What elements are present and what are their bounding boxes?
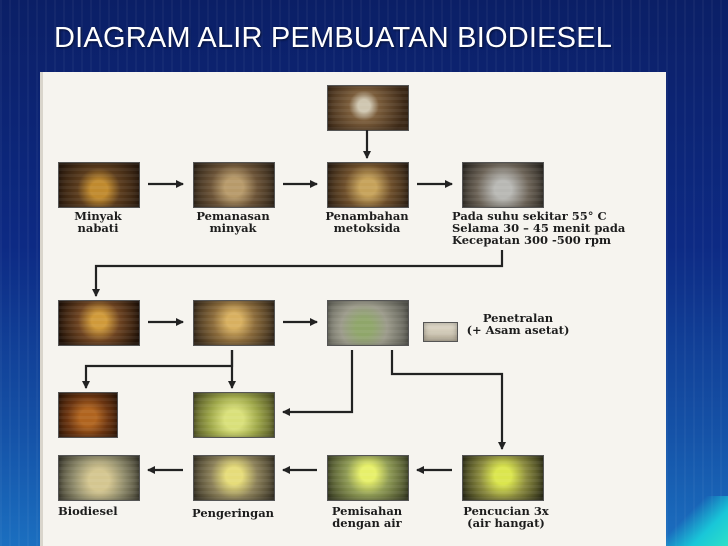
label-line: Pada suhu sekitar 55° C bbox=[452, 209, 607, 223]
slide-corner-accent bbox=[658, 496, 728, 546]
biodiesel-beaker-photo bbox=[193, 392, 275, 438]
washing-photo bbox=[462, 455, 544, 501]
settling-funnel-photo bbox=[58, 300, 140, 346]
arrow-neutralization-to-beaker bbox=[282, 350, 354, 416]
label-line: metoksida bbox=[333, 221, 401, 235]
label-line: Pemisahan bbox=[331, 504, 403, 518]
glycerol-jar-photo bbox=[58, 392, 118, 438]
label-line: (+ Asam asetat) bbox=[466, 323, 570, 337]
arrow-neutralization-to-washing bbox=[390, 350, 506, 450]
label-line: nabati bbox=[77, 221, 119, 235]
label-line: Selama 30 – 45 menit pada bbox=[452, 221, 626, 235]
arrow-separation-to-glycerol bbox=[82, 350, 234, 389]
methoxide-preparation-photo bbox=[327, 85, 409, 131]
label-vegetable-oil: Minyak nabati bbox=[52, 210, 144, 234]
label-reaction-conditions: Pada suhu sekitar 55° C Selama 30 – 45 m… bbox=[452, 210, 662, 246]
label-line: minyak bbox=[209, 221, 257, 235]
label-line: Minyak bbox=[74, 209, 122, 223]
label-line: Pemanasan bbox=[196, 209, 270, 223]
label-line: dengan air bbox=[332, 516, 402, 530]
adding-methoxide-photo bbox=[327, 162, 409, 208]
separation-funnel-photo bbox=[193, 300, 275, 346]
label-line: Biodiesel bbox=[58, 504, 118, 518]
stirring-photo bbox=[462, 162, 544, 208]
slide-title: DIAGRAM ALIR PEMBUATAN BIODIESEL bbox=[54, 22, 613, 54]
label-line: Penetralan bbox=[482, 311, 554, 325]
label-washing: Pencucian 3x (air hangat) bbox=[448, 505, 564, 529]
vegetable-oil-photo bbox=[58, 162, 140, 208]
biodiesel-bottle-photo bbox=[58, 455, 140, 501]
label-line: Kecepatan 300 -500 rpm bbox=[452, 233, 612, 247]
water-separation-photo bbox=[327, 455, 409, 501]
label-adding-methoxide: Penambahan metoksida bbox=[313, 210, 421, 234]
label-line: Pencucian 3x bbox=[463, 504, 549, 518]
acetic-acid-dish-photo bbox=[423, 322, 458, 342]
label-biodiesel: Biodiesel bbox=[58, 505, 148, 517]
neutralization-photo bbox=[327, 300, 409, 346]
label-drying: Pengeringan bbox=[180, 507, 286, 519]
arrow-stirring-to-settling bbox=[92, 250, 504, 297]
label-line: Penambahan bbox=[325, 209, 409, 223]
label-water-separation: Pemisahan dengan air bbox=[313, 505, 421, 529]
label-neutralization: Penetralan (+ Asam asetat) bbox=[458, 312, 578, 336]
drying-photo bbox=[193, 455, 275, 501]
diagram-panel-edge bbox=[40, 72, 43, 546]
heating-oil-photo bbox=[193, 162, 275, 208]
label-heating-oil: Pemanasan minyak bbox=[180, 210, 286, 234]
label-line: Pengeringan bbox=[191, 506, 275, 520]
label-line: (air hangat) bbox=[467, 516, 545, 530]
